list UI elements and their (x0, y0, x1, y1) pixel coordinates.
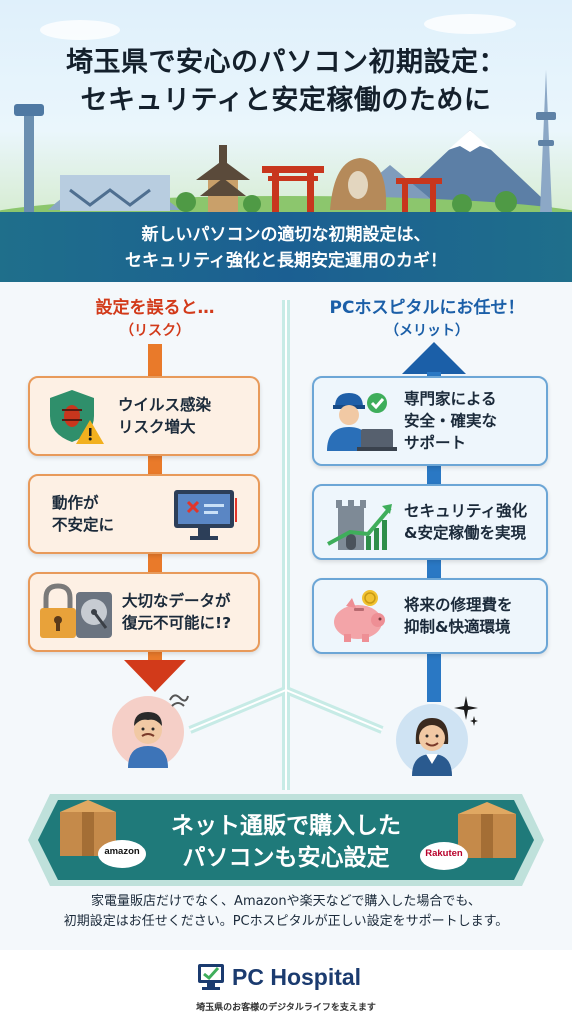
merit-heading: PCホスピタルにお任せ！ （メリット） (302, 296, 552, 342)
merit-heading-title: PCホスピタルにお任せ！ (329, 298, 525, 318)
footer-tagline: 埼玉県のお客様のデジタルライフを支えます (196, 1003, 376, 1013)
smiling-staff-avatar (396, 704, 468, 776)
merit-card-security: セキュリティ強化 &安定稼働を実現 (312, 484, 548, 560)
risk-heading-title: 設定を誤ると… (95, 298, 215, 318)
footer (0, 950, 572, 1024)
page-title: 埼玉県で安心のパソコン初期設定： セキュリティと安定稼働のために (0, 44, 572, 120)
risk-heading-sub: （リスク） (120, 323, 190, 339)
sparkle-icon (454, 696, 478, 726)
pc-hospital-logo-icon (198, 964, 224, 990)
online-purchase-banner (28, 794, 544, 886)
merit-card-expert: 専門家による 安全・確実な サポート (312, 376, 548, 466)
subtitle-text: 新しいパソコンの適切な初期設定は、 セキュリティ強化と長期安定運用のカギ！ (125, 225, 447, 271)
risk-card-virus-text: ウイルス感染 リスク増大 (118, 396, 212, 436)
pc-hospital-logo-text: PC Hospital (232, 964, 362, 990)
risk-card-data-loss: 大切なデータが 復元不可能に!? (28, 572, 260, 652)
merit-card-expert-text: 専門家による 安全・確実な サポート (404, 390, 498, 452)
merit-card-cost-text: 将来の修理費を 抑制&快適環境 (404, 596, 513, 636)
rakuten-logo: Rakuten (425, 848, 463, 859)
virus-shield-warning-icon (30, 386, 118, 446)
risk-card-unstable: 動作が 不安定に (28, 474, 260, 554)
risk-card-virus: ウイルス感染 リスク増大 (28, 376, 260, 456)
risk-card-unstable-text: 動作が 不安定に (52, 494, 115, 534)
risk-arrow-head (124, 660, 186, 692)
merit-card-security-text: セキュリティ強化 &安定稼働を実現 (404, 502, 528, 542)
risk-heading: 設定を誤ると… （リスク） (40, 296, 270, 342)
title-line-2: セキュリティと安定稼働のために (80, 85, 492, 116)
banner-text: ネット通販で購入した パソコンも安心設定 (171, 813, 401, 871)
subtitle-band: 新しいパソコンの適切な初期設定は、 セキュリティ強化と長期安定運用のカギ！ (0, 212, 572, 282)
lock-hdd-icon (30, 582, 122, 642)
worry-squiggle-icon (169, 694, 189, 707)
merit-arrow-head (402, 342, 466, 374)
worried-person-avatar (112, 696, 184, 768)
note-text: 家電量販店だけでなく、Amazonや楽天などで購入した場合でも、 初期設定はお任… (63, 894, 509, 929)
title-line-1: 埼玉県で安心のパソコン初期設定： (66, 47, 506, 78)
merit-card-cost: 将来の修理費を 抑制&快適環境 (312, 578, 548, 654)
unstable-monitor-icon (160, 486, 250, 542)
merit-heading-sub: （メリット） (385, 323, 469, 339)
amazon-logo: amazon (104, 846, 140, 857)
piggy-bank-icon (314, 588, 404, 644)
technician-laptop-icon (314, 389, 404, 453)
risk-card-data-loss-text: 大切なデータが 復元不可能に!? (122, 592, 232, 632)
castle-growth-chart-icon (314, 492, 404, 552)
